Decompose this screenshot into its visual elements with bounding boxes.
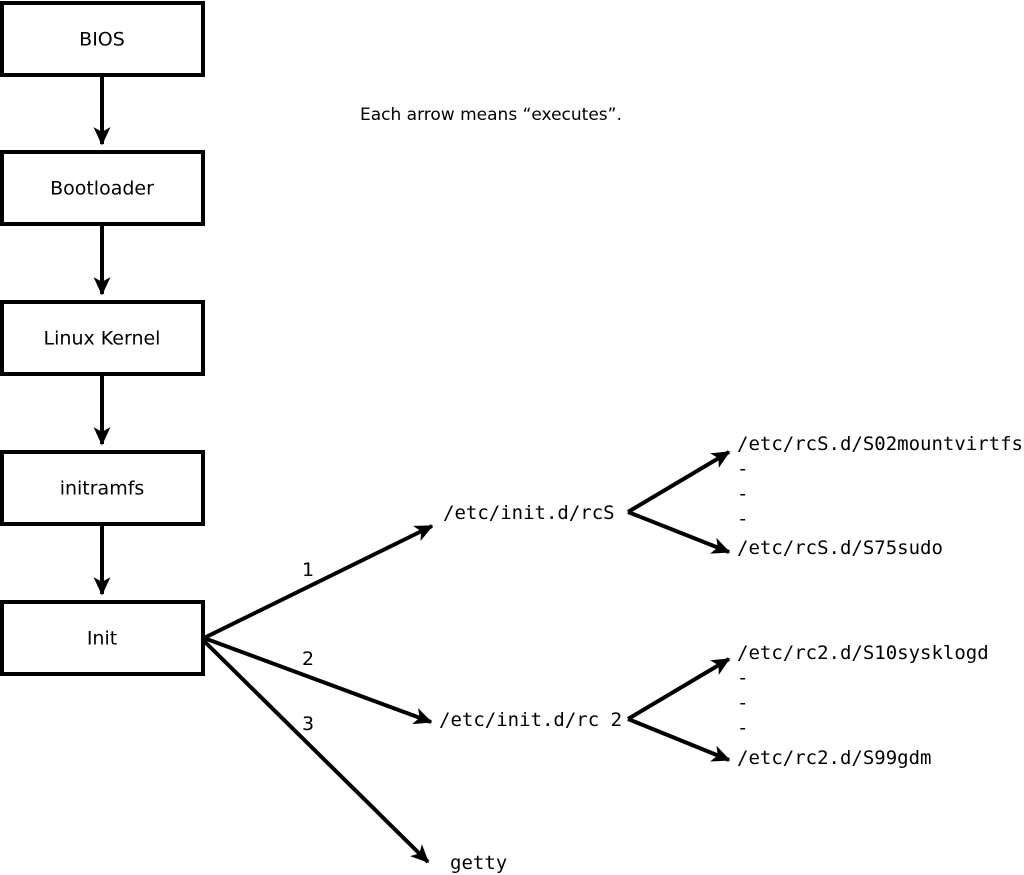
edge-init-to-rcs (203, 524, 434, 640)
node-bios[interactable]: BIOS (0, 1, 205, 77)
target-label-rc2: /etc/init.d/rc 2 (439, 709, 622, 731)
node-init[interactable]: Init (0, 600, 205, 676)
edge-rcs-to-first-script (626, 450, 731, 514)
rcs-ellipsis-dash-1: - (737, 458, 748, 480)
edge-rc2-to-first-script (626, 657, 731, 721)
bios-label: BIOS (79, 29, 125, 51)
rc2-script-last: /etc/rc2.d/S99gdm (737, 747, 931, 769)
rc2-ellipsis-dash-3: - (737, 717, 748, 739)
branch-number-1: 1 (302, 559, 314, 581)
rcs-script-last: /etc/rcS.d/S75sudo (737, 537, 943, 559)
branch-number-3: 3 (302, 713, 314, 735)
node-initramfs[interactable]: initramfs (0, 450, 205, 526)
node-bootloader[interactable]: Bootloader (0, 150, 205, 226)
bootloader-box[interactable] (0, 150, 205, 226)
linux-kernel-box[interactable] (0, 300, 205, 376)
edge-rc2-to-last-script (627, 717, 731, 762)
target-label-rcs: /etc/init.d/rcS (443, 502, 615, 524)
edge-init-to-rc2 (203, 636, 433, 725)
bootloader-label: Bootloader (50, 178, 154, 200)
branch-number-2: 2 (302, 648, 314, 670)
bios-box[interactable] (0, 1, 205, 77)
edge-rcs-to-last-script (627, 510, 731, 554)
node-linux-kernel[interactable]: Linux Kernel (0, 300, 205, 376)
init-label: Init (87, 628, 117, 650)
rcs-ellipsis-dash-3: - (737, 508, 748, 530)
rc2-script-first: /etc/rc2.d/S10sysklogd (737, 642, 989, 664)
initramfs-label: initramfs (60, 478, 145, 500)
edge-init-to-getty (202, 639, 430, 864)
legend-note: Each arrow means “executes”. (360, 105, 622, 125)
rcs-ellipsis-dash-2: - (737, 483, 748, 505)
linux-kernel-label: Linux Kernel (44, 328, 161, 350)
init-box[interactable] (0, 600, 205, 676)
rcs-script-first: /etc/rcS.d/S02mountvirtfs (737, 433, 1023, 455)
target-label-getty: getty (450, 852, 507, 874)
rc2-ellipsis-dash-2: - (737, 692, 748, 714)
rc2-ellipsis-dash-1: - (737, 667, 748, 689)
